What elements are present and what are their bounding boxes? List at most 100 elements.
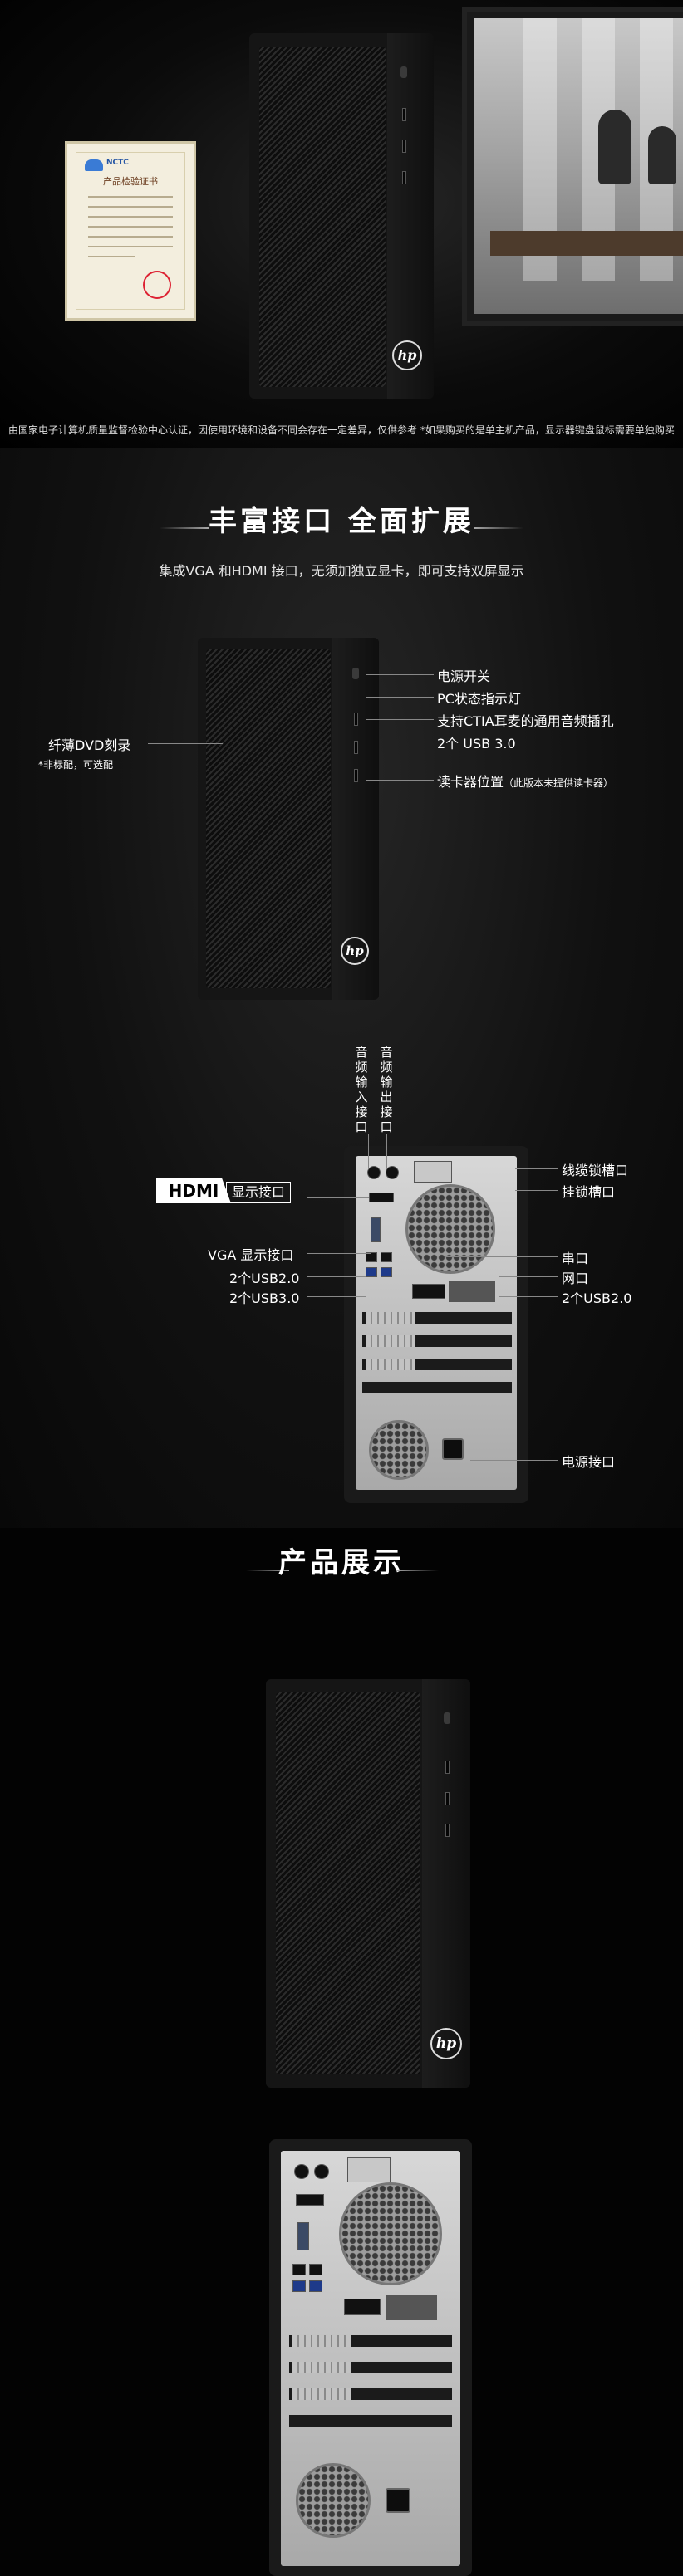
desktop-tower-front: hp: [249, 33, 434, 399]
usb20-left-pointer-line: [307, 1276, 366, 1277]
audio-in-label: 音频输入接口: [355, 1045, 368, 1134]
psu-fan-icon: [296, 2463, 371, 2538]
interfaces-heading: 丰富接口 全面扩展: [209, 505, 474, 538]
padlock-pointer-line: [515, 1190, 558, 1191]
card-reader-note: （此版本未提供读卡器）: [504, 777, 614, 789]
power-socket-icon: [386, 2488, 410, 2513]
product-rear-view: [269, 2139, 472, 2576]
slot-cover: [292, 2388, 351, 2400]
serial-pointer-line: [445, 1256, 558, 1257]
audio-in-port-icon: [367, 1166, 381, 1179]
hp-logo-icon: hp: [392, 340, 422, 370]
product-show-section: 产品展示 hp: [0, 1528, 683, 2576]
certificate-text-line: [88, 226, 173, 228]
serial-label: 串口: [562, 1251, 589, 1266]
audio-out-port-icon: [314, 2164, 329, 2179]
certificate-text-line: [88, 256, 135, 257]
disclaimer-text: 由国家电子计算机质量监督检验中心认证，因使用环境和设备不同会存在一定差异，仅供参…: [8, 424, 675, 436]
usb20-right-label: 2个USB2.0: [562, 1290, 632, 1306]
dvd-pointer-line: [148, 743, 223, 744]
audio-out-port-icon: [386, 1166, 399, 1179]
heading-decor-line: [246, 1570, 289, 1571]
network-label: 网口: [562, 1271, 589, 1286]
audio-in-pointer-line: [368, 1134, 369, 1168]
vga-pointer-line: [307, 1253, 371, 1254]
usb3-port-icon: [309, 2280, 322, 2292]
slot-cover: [366, 1335, 415, 1347]
certificate-body: NCTC 产品检验证书: [76, 152, 185, 310]
display-port-label: 显示接口: [226, 1182, 292, 1203]
front-side-strip: [422, 1679, 470, 2088]
cable-lock-label: 线缆锁槽口: [562, 1163, 629, 1178]
hp-logo-icon: hp: [430, 2028, 462, 2059]
usb3-port-icon: [366, 1267, 377, 1277]
desktop-tower-rear-annotated: [344, 1146, 528, 1503]
slot-cover: [292, 2362, 351, 2373]
lock-bracket-icon: [347, 2157, 391, 2182]
cable-lock-pointer-line: [515, 1168, 558, 1169]
power-socket-pointer-line: [470, 1460, 558, 1461]
power-pointer-line: [366, 674, 434, 675]
show-heading: 产品展示: [278, 1546, 405, 1579]
expansion-slot: [289, 2415, 452, 2427]
audio-in-port-icon: [294, 2164, 309, 2179]
certificate-text-line: [88, 216, 173, 218]
office-desk: [490, 231, 683, 256]
heading-decor-line: [396, 1570, 439, 1571]
card-reader-text: 读卡器位置: [437, 774, 504, 790]
interfaces-section: 丰富接口 全面扩展 集成VGA 和HDMI 接口，无须加独立显卡，即可支持双屏显…: [0, 448, 683, 1528]
usb20-right-pointer-line: [499, 1296, 558, 1297]
audio-jack-label: 支持CTIA耳麦的通用音频插孔: [437, 713, 614, 729]
audio-jack-icon: [354, 713, 358, 726]
usb-port-icon: [445, 1761, 450, 1774]
usb3-port-icon: [292, 2280, 306, 2292]
status-pointer-line: [366, 697, 434, 698]
heading-decor-line: [474, 527, 523, 529]
usb-port-icon: [354, 741, 358, 754]
certificate-text-line: [88, 236, 173, 238]
front-mesh-panel: [206, 649, 331, 988]
monitor-screen: [474, 18, 683, 314]
usb-port-icon: [402, 140, 406, 153]
usb30-left-pointer-line: [307, 1296, 366, 1297]
dvd-note: *非标配，可选配: [38, 759, 114, 771]
usb-port-icon: [445, 1824, 450, 1837]
heading-decor-line: [160, 527, 209, 529]
dvd-label: 纤薄DVD刻录: [48, 737, 131, 753]
lock-bracket-icon: [414, 1161, 452, 1183]
person-figure: [598, 110, 631, 184]
certificate-brand: NCTC: [106, 159, 129, 167]
hdmi-port-icon: [296, 2194, 324, 2206]
hdmi-port-icon: [369, 1193, 394, 1202]
front-mesh-panel: [259, 47, 386, 387]
power-button-icon: [352, 668, 359, 679]
serial-port-icon: [412, 1284, 445, 1299]
vga-port-icon: [371, 1217, 381, 1242]
power-socket-icon: [442, 1438, 464, 1460]
usb-port-icon: [309, 2264, 322, 2275]
usb-port-icon: [292, 2264, 306, 2275]
hdmi-logo: HDMI: [156, 1178, 231, 1203]
usb3-port-icon: [381, 1267, 392, 1277]
certificate-text-line: [88, 196, 173, 198]
hp-logo-icon: hp: [341, 937, 369, 965]
audio-pointer-line: [366, 719, 434, 720]
psu-fan-icon: [369, 1420, 429, 1480]
monitor-image: [462, 7, 683, 326]
power-button-icon: [444, 1712, 450, 1724]
usb-port-icon: [402, 108, 406, 121]
front-side-strip: [387, 33, 434, 399]
hdmi-pointer-line: [307, 1197, 369, 1198]
certificate-text-line: [88, 246, 173, 247]
power-button-label: 电源开关: [437, 668, 491, 684]
power-button-icon: [400, 66, 407, 78]
red-seal-icon: [143, 271, 171, 299]
audio-out-label: 音频输出接口: [380, 1045, 393, 1134]
network-pointer-line: [499, 1276, 558, 1277]
slot-cover: [292, 2335, 351, 2347]
vga-label: VGA 显示接口: [208, 1247, 294, 1263]
usb-port-icon: [381, 1252, 392, 1262]
expansion-bracket-icon: [386, 2295, 437, 2320]
front-mesh-panel: [276, 1692, 420, 2074]
fan-grille-icon: [339, 2182, 442, 2285]
